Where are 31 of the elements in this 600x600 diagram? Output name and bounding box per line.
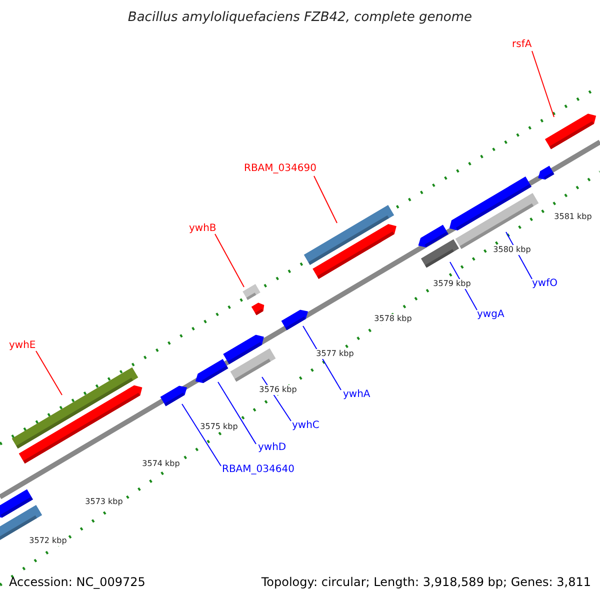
- gene-bar: [420, 238, 460, 268]
- leader-line: [182, 404, 222, 466]
- gene-label: rsfA: [512, 39, 532, 51]
- footer-text: Accession: NC_009725: [9, 575, 146, 589]
- gene-label: ywhD: [258, 442, 286, 454]
- gene-label: ywhA: [343, 389, 370, 401]
- scale-label: 3577 kbp: [316, 349, 354, 359]
- gene-label: ywfO: [532, 278, 558, 290]
- gene-label: ywhB: [189, 223, 216, 235]
- title: Bacillus amyloliquefaciens FZB42, complete genome: [126, 10, 474, 26]
- gene-label: ywgA: [477, 309, 504, 321]
- leader-line: [218, 382, 256, 444]
- gene-bar: [242, 284, 260, 300]
- scale-label: 3575 kbp: [200, 422, 238, 432]
- scale-label: 3573 kbp: [85, 497, 123, 507]
- leader-line: [532, 50, 554, 118]
- scale-label: 3572 kbp: [29, 536, 67, 546]
- leader-line: [36, 350, 62, 396]
- scale-label: 3578 kbp: [374, 314, 412, 324]
- leader-line: [314, 176, 338, 224]
- scale-label: 3580 kbp: [493, 245, 531, 255]
- gene-label: RBAM_034640: [222, 464, 294, 476]
- gene-bar: [304, 204, 394, 266]
- gene-bar: [12, 367, 138, 449]
- gene-label: ywhC: [292, 420, 320, 432]
- leader-line: [214, 234, 244, 288]
- gene-bar: [230, 348, 276, 382]
- leader-line: [302, 326, 342, 390]
- gene-label: ywhE: [9, 340, 36, 352]
- gene-label: RBAM_034690: [244, 163, 316, 175]
- footer-text: Topology: circular; Length: 3,918,589 bp; Genes: 3,811: [261, 575, 591, 589]
